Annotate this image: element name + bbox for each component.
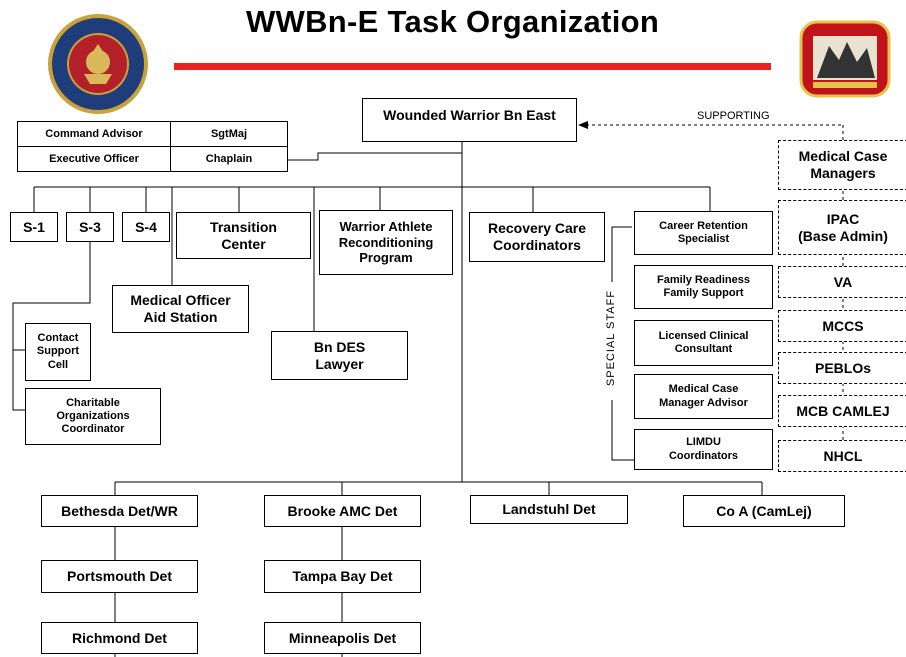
medical-officer-box[interactable]: Medical Officer Aid Station (112, 285, 249, 333)
mcb-camlej-box[interactable]: MCB CAMLEJ (778, 395, 906, 427)
tampa-bay-det-box[interactable]: Tampa Bay Det (264, 560, 421, 593)
career-retention-box[interactable]: Career Retention Specialist (634, 211, 773, 255)
ipac-box[interactable]: IPAC (Base Admin) (778, 200, 906, 255)
advisors-table: Command Advisor SgtMaj Executive Officer… (17, 121, 288, 172)
advisors-divider-h (18, 146, 287, 147)
contact-support-box[interactable]: Contact Support Cell (25, 323, 91, 381)
special-staff-label: SPECIAL STAFF (605, 289, 617, 387)
page-title: WWBn-E Task Organization (246, 4, 660, 39)
medical-case-managers-box[interactable]: Medical Case Managers (778, 140, 906, 190)
advisors-divider-v (170, 122, 171, 171)
co-a-camlej-box[interactable]: Co A (CamLej) (683, 495, 845, 527)
limdu-box[interactable]: LIMDU Coordinators (634, 429, 773, 470)
family-readiness-box[interactable]: Family Readiness Family Support (634, 265, 773, 309)
s3-box[interactable]: S-3 (66, 212, 114, 242)
nhcl-box[interactable]: NHCL (778, 440, 906, 472)
sgtmaj-cell[interactable]: SgtMaj (210, 128, 248, 140)
richmond-det-box[interactable]: Richmond Det (41, 622, 198, 654)
va-box[interactable]: VA (778, 266, 906, 298)
mccs-box[interactable]: MCCS (778, 310, 906, 342)
s1-box[interactable]: S-1 (10, 212, 58, 242)
title-underline (174, 63, 771, 70)
warrior-athlete-box[interactable]: Warrior Athlete Reconditioning Program (319, 210, 453, 275)
minneapolis-det-box[interactable]: Minneapolis Det (264, 622, 421, 654)
recovery-care-box[interactable]: Recovery Care Coordinators (469, 212, 605, 262)
transition-center-box[interactable]: Transition Center (176, 212, 311, 259)
executive-officer-cell[interactable]: Executive Officer (49, 153, 139, 165)
wounded-warrior-battalion-east-badge-icon (799, 20, 891, 98)
chaplain-cell[interactable]: Chaplain (205, 153, 253, 165)
portsmouth-det-box[interactable]: Portsmouth Det (41, 560, 198, 593)
bn-des-box[interactable]: Bn DES Lawyer (271, 331, 408, 380)
department-of-the-navy-seal-icon (48, 14, 148, 114)
charitable-box[interactable]: Charitable Organizations Coordinator (25, 388, 161, 445)
bethesda-det-box[interactable]: Bethesda Det/WR (41, 495, 198, 527)
peblos-box[interactable]: PEBLOs (778, 352, 906, 384)
landstuhl-det-box[interactable]: Landstuhl Det (470, 495, 628, 524)
mcm-advisor-box[interactable]: Medical Case Manager Advisor (634, 374, 773, 419)
command-advisor-cell[interactable]: Command Advisor (45, 128, 143, 140)
s4-box[interactable]: S-4 (122, 212, 170, 242)
brooke-amc-det-box[interactable]: Brooke AMC Det (264, 495, 421, 527)
licensed-clinical-box[interactable]: Licensed Clinical Consultant (634, 320, 773, 366)
supporting-label: SUPPORTING (697, 110, 770, 122)
root-wounded-warrior-bn-east[interactable]: Wounded Warrior Bn East (362, 98, 577, 142)
